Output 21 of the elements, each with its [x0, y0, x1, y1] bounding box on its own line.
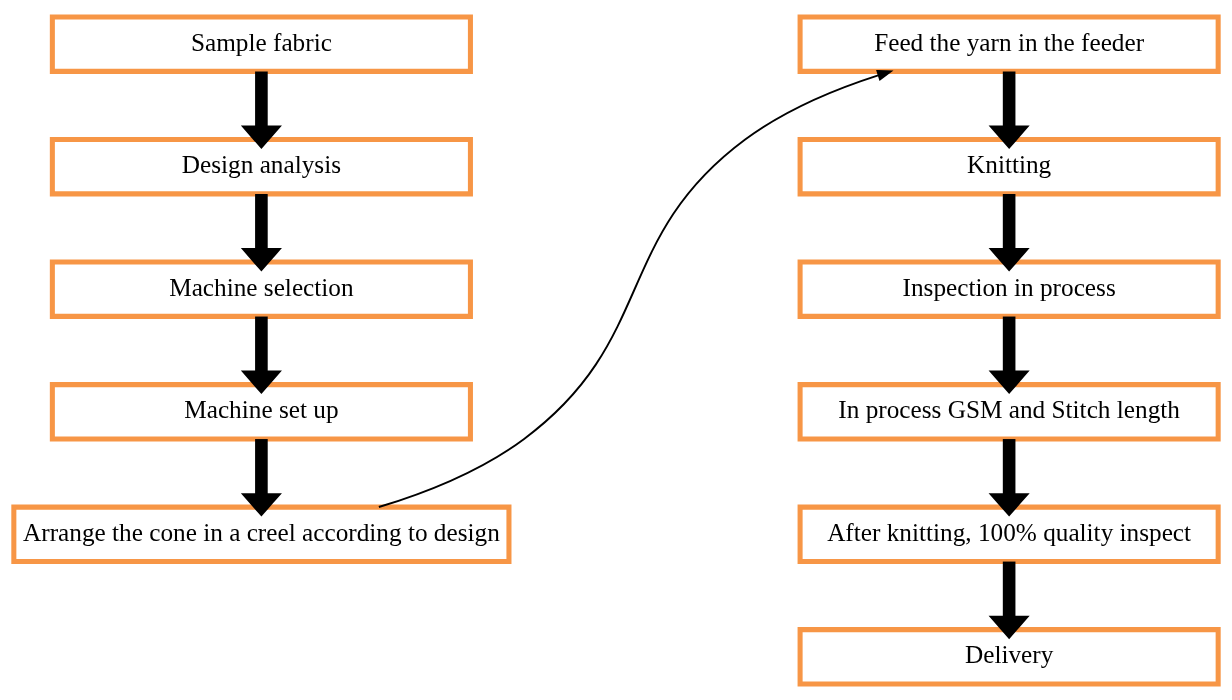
node-box: Design analysis — [49, 136, 473, 196]
arrow — [240, 71, 282, 149]
node-box: Feed the yarn in the feeder — [797, 14, 1221, 74]
node-box: Inspection in process — [797, 259, 1221, 319]
node-box: Delivery — [797, 626, 1221, 686]
arrow — [988, 438, 1030, 517]
arrow — [988, 561, 1030, 639]
node-box: Machine selection — [49, 259, 473, 319]
arrow — [240, 438, 282, 517]
node-box: After knitting, 100% quality inspect — [797, 504, 1221, 564]
arrow — [988, 71, 1030, 149]
arrow — [988, 193, 1030, 272]
arrow — [240, 316, 282, 394]
arrow — [240, 193, 282, 272]
node-box: Machine set up — [49, 381, 473, 441]
arrow — [988, 316, 1030, 394]
node-box: Sample fabric — [49, 14, 473, 74]
arrow — [377, 69, 894, 508]
node-box: Knitting — [797, 136, 1221, 196]
node-box: In process GSM and Stitch length — [797, 381, 1221, 441]
node-box: Arrange the cone in a creel according to design — [11, 504, 512, 564]
